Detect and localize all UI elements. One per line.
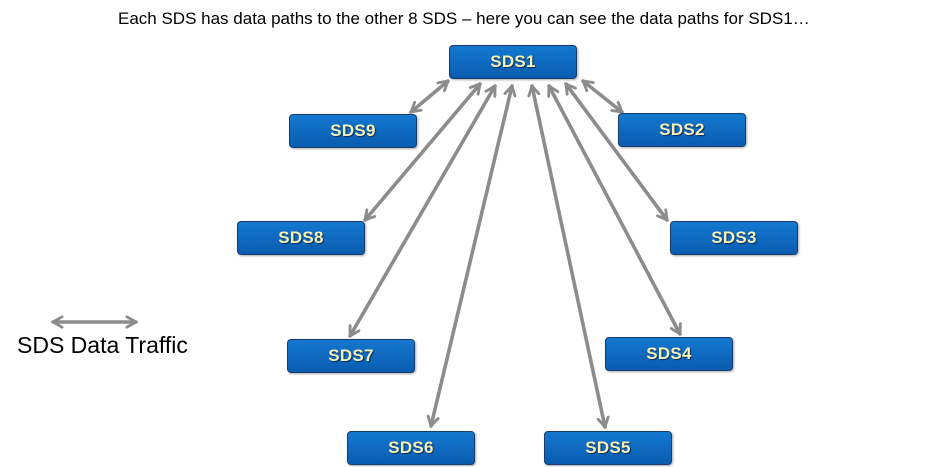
- node-sds6: SDS6: [347, 431, 475, 465]
- path-sds1-sds6: [431, 84, 512, 428]
- node-sds7-label: SDS7: [328, 346, 374, 365]
- path-sds1-sds2: [581, 79, 624, 114]
- node-sds9: SDS9: [289, 114, 417, 148]
- node-sds7: SDS7: [287, 339, 415, 373]
- diagram-caption: Each SDS has data paths to the other 8 S…: [118, 9, 810, 28]
- legend-label: SDS Data Traffic: [17, 332, 188, 358]
- node-sds9-label: SDS9: [330, 121, 376, 140]
- node-sds3: SDS3: [670, 221, 798, 255]
- path-sds1-sds5: [532, 84, 605, 429]
- node-sds6-label: SDS6: [388, 438, 434, 457]
- node-sds3-label: SDS3: [711, 228, 757, 247]
- node-sds2-label: SDS2: [659, 120, 705, 139]
- path-sds1-sds9: [409, 79, 450, 114]
- node-sds5-label: SDS5: [585, 438, 631, 457]
- node-sds2: SDS2: [618, 113, 746, 147]
- node-sds5: SDS5: [544, 431, 672, 465]
- node-sds4-label: SDS4: [646, 344, 692, 363]
- node-sds8: SDS8: [237, 221, 365, 255]
- node-sds1: SDS1: [449, 45, 577, 79]
- node-sds4: SDS4: [605, 337, 733, 371]
- node-sds8-label: SDS8: [278, 228, 324, 247]
- path-sds1-sds3: [564, 82, 669, 222]
- node-sds1-label: SDS1: [490, 52, 536, 71]
